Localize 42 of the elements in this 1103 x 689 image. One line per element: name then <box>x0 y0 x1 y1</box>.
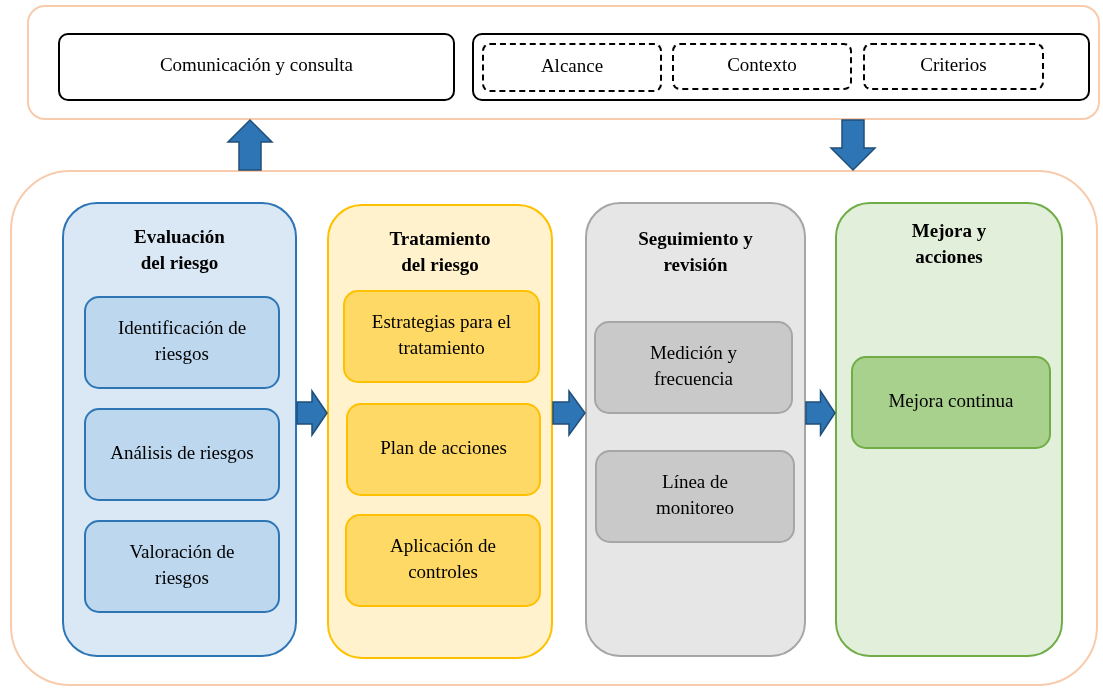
box-label: Plan de acciones <box>380 435 507 460</box>
box-label: Línea de monitoreo <box>654 469 736 520</box>
process-box <box>58 33 455 101</box>
panel-title: Seguimiento y revisión <box>637 227 754 277</box>
block-arrow <box>226 118 274 171</box>
process-box <box>343 290 540 383</box>
group-box <box>472 33 1090 101</box>
stage-panel <box>585 202 806 657</box>
process-box <box>345 514 541 607</box>
stage-panel <box>62 202 297 657</box>
panel-title: Evaluación del riesgo <box>133 225 226 275</box>
box-label: Contexto <box>727 52 797 77</box>
block-arrow <box>805 388 836 438</box>
box-label: Comunicación y consulta <box>159 53 354 77</box>
box-label: Identificación de riesgos <box>116 315 248 366</box>
panel-title: Mejora y acciones <box>910 219 988 269</box>
stage-panel <box>327 204 553 659</box>
box-label: Estrategias para el tratamiento <box>370 309 513 360</box>
panel-background <box>27 5 1100 120</box>
stage-panel <box>835 202 1063 657</box>
process-box <box>84 296 280 389</box>
process-box <box>84 520 280 613</box>
box-label: Alcance <box>540 53 604 78</box>
block-arrow <box>829 119 877 172</box>
process-box <box>346 403 541 496</box>
box-label: Análisis de riesgos <box>110 440 254 465</box>
box-label: Criterios <box>920 52 987 77</box>
process-box <box>863 43 1044 90</box>
process-box <box>594 321 793 414</box>
process-box <box>672 43 852 90</box>
process-box <box>84 408 280 501</box>
panel-title: Tratamiento del riesgo <box>388 227 492 277</box>
process-box <box>851 356 1051 449</box>
process-box <box>482 43 662 92</box>
box-label: Mejora continua <box>888 388 1014 413</box>
block-arrow <box>296 388 328 438</box>
box-label: Aplicación de controles <box>388 533 497 584</box>
process-box <box>595 450 795 543</box>
box-label: Valoración de riesgos <box>128 539 236 590</box>
block-arrow <box>552 388 586 438</box>
box-label: Medición y frecuencia <box>648 340 739 391</box>
panel-background <box>10 170 1098 686</box>
